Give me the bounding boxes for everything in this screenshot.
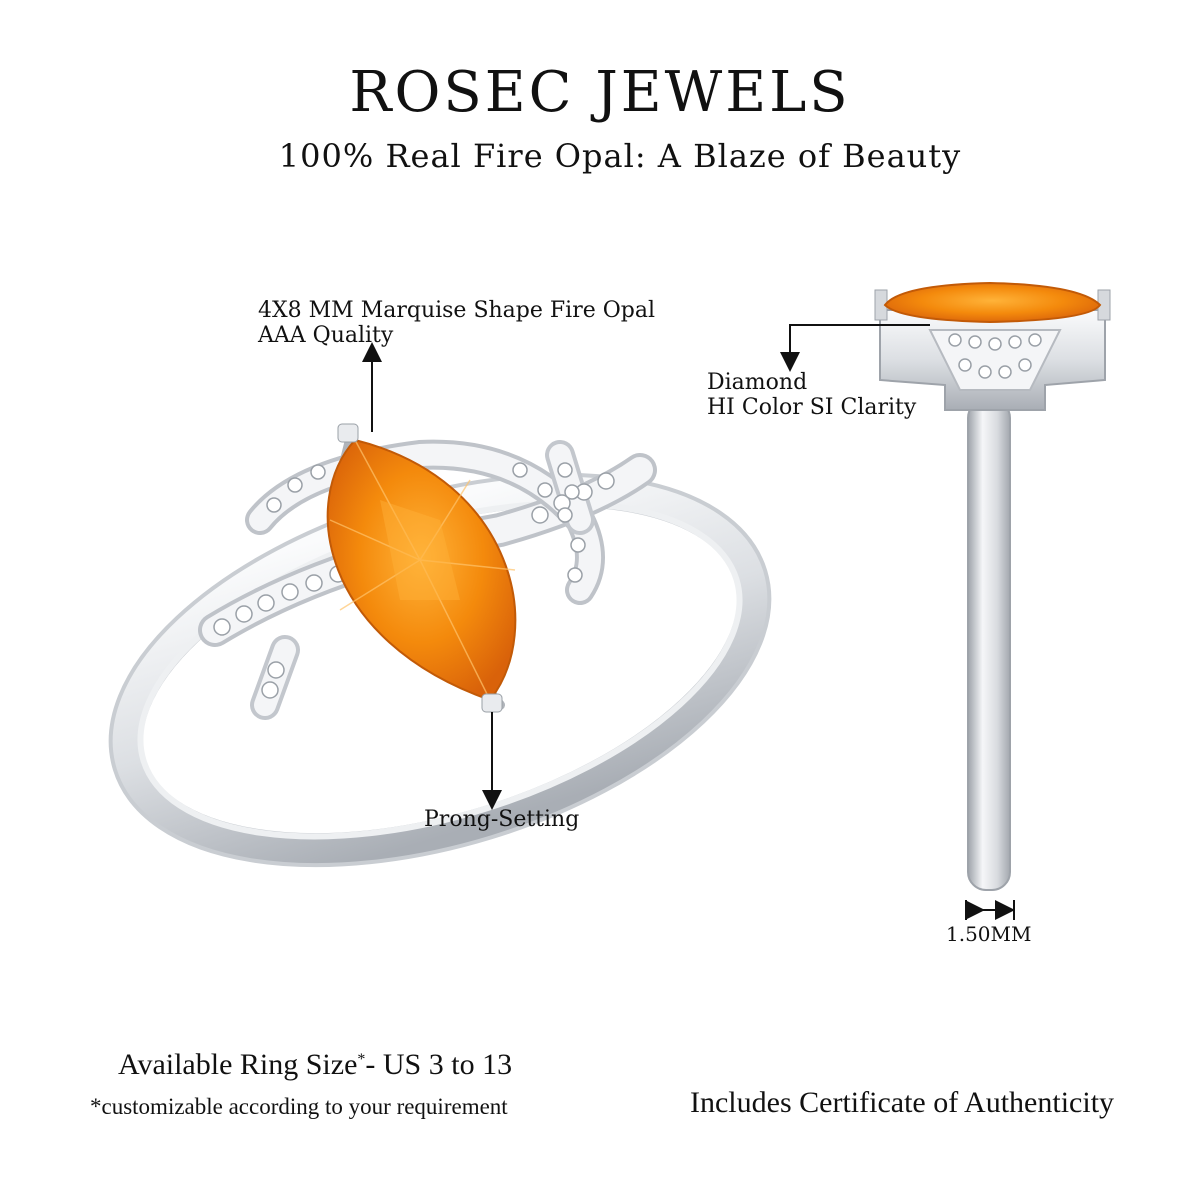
stone-callout-line1: 4X8 MM Marquise Shape Fire Opal [258,298,655,323]
fire-opal-stone [326,423,517,713]
brand-title: ROSEC JEWELS [349,60,851,125]
band-width-dimension [965,900,1015,920]
prong-setting-callout: Prong-Setting [424,807,580,832]
ring-left-view [108,423,772,868]
diamond-cross-bands [198,439,657,720]
diamond-callout-line1: Diamond [707,370,808,395]
tagline: 100% Real Fire Opal: A Blaze of Beauty [278,137,962,175]
ring-size-note: *customizable according to your requirem… [90,1094,508,1119]
band-width-label: 1.50MM [946,922,1032,946]
certificate-note: Includes Certificate of Authenticity [690,1086,1115,1119]
stone-callout-line2: AAA Quality [258,323,394,348]
ring-size-label: Available Ring Size [118,1048,358,1081]
ring-size-asterisk: * [357,1051,366,1068]
diamond-callout: Diamond HI Color SI Clarity [707,370,916,420]
stone-callout: 4X8 MM Marquise Shape Fire Opal AAA Qual… [258,298,655,348]
ring-side-view [874,281,1111,891]
ring-size-info: Available Ring Size*- US 3 to 13 [118,1048,512,1082]
ring-size-value: - US 3 to 13 [365,1048,513,1081]
diamond-callout-line2: HI Color SI Clarity [707,395,917,420]
diamond-callout-arrow [780,324,930,372]
